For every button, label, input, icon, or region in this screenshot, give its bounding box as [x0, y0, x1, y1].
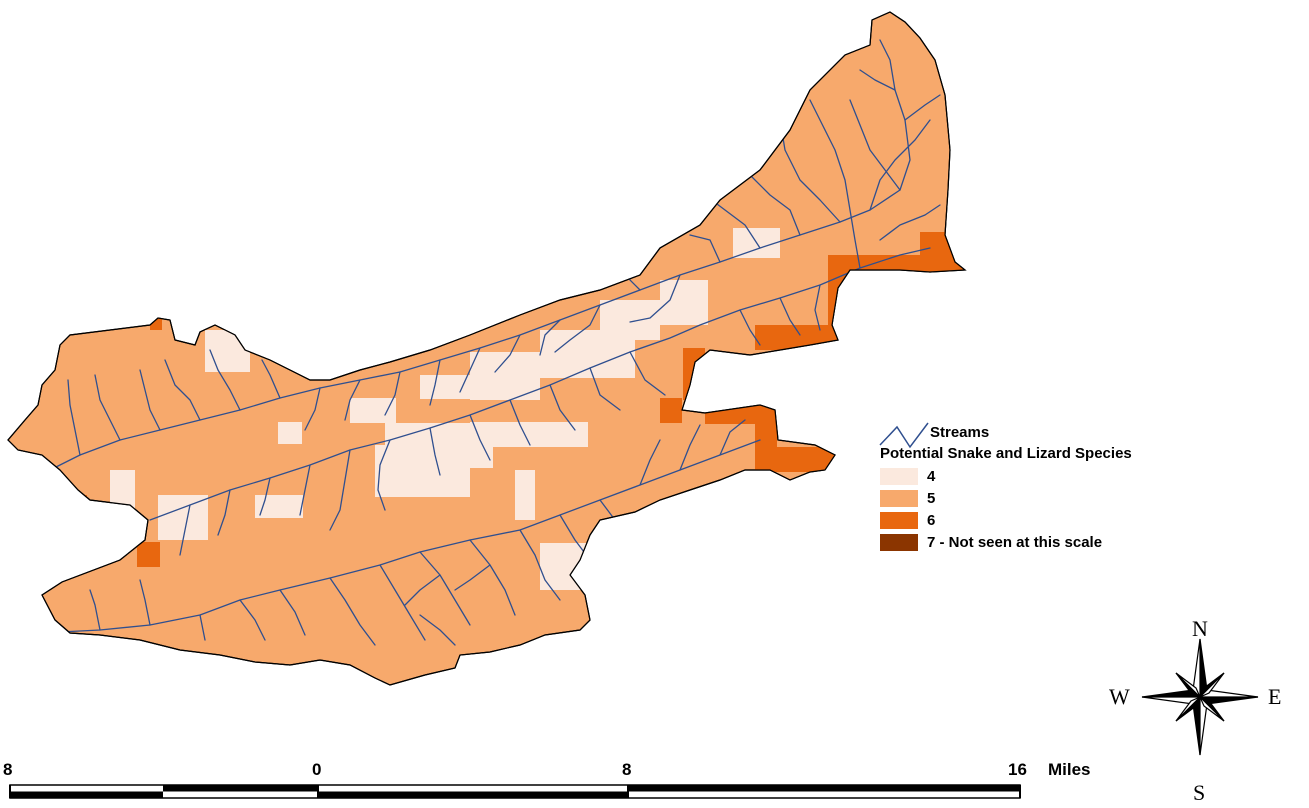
class-6-cells — [75, 232, 965, 567]
legend-class-6: 6 — [880, 511, 935, 529]
legend-streams-label: Streams — [930, 423, 990, 441]
legend-class-6-label: 6 — [927, 511, 936, 529]
legend-class-5-label: 5 — [927, 489, 936, 507]
legend-swatch-6 — [880, 511, 918, 529]
legend-class-4: 4 — [880, 467, 935, 485]
legend-streams-symbol — [879, 422, 929, 449]
legend-swatch-4 — [880, 467, 918, 485]
legend-swatch-7 — [880, 533, 918, 551]
basin-outline — [7, 11, 967, 686]
legend-swatch-5 — [880, 489, 918, 507]
compass-west-label: W — [1109, 684, 1130, 709]
scale-label-16: 16 — [1008, 760, 1027, 779]
compass-north-label: N — [1192, 616, 1208, 641]
legend-title: Potential Snake and Lizard Species — [880, 444, 1132, 462]
class-4-cells — [110, 228, 780, 590]
legend-class-7: 7 - Not seen at this scale — [880, 533, 1102, 551]
scale-unit: Miles — [1048, 760, 1091, 779]
scale-bar — [9, 784, 1021, 799]
scale-label-8-right: 8 — [622, 760, 632, 779]
compass-south-label: S — [1193, 780, 1206, 805]
compass-rose-icon — [1141, 638, 1259, 756]
legend-class-5: 5 — [880, 489, 935, 507]
compass-east-label: E — [1268, 684, 1282, 709]
scale-label-0: 0 — [312, 760, 322, 779]
basin-class-5-area — [7, 11, 967, 686]
scale-label-8-left: 8 — [3, 760, 13, 779]
legend-class-4-label: 4 — [927, 467, 936, 485]
streams-network — [39, 39, 941, 646]
legend-class-7-label: 7 - Not seen at this scale — [927, 533, 1103, 551]
